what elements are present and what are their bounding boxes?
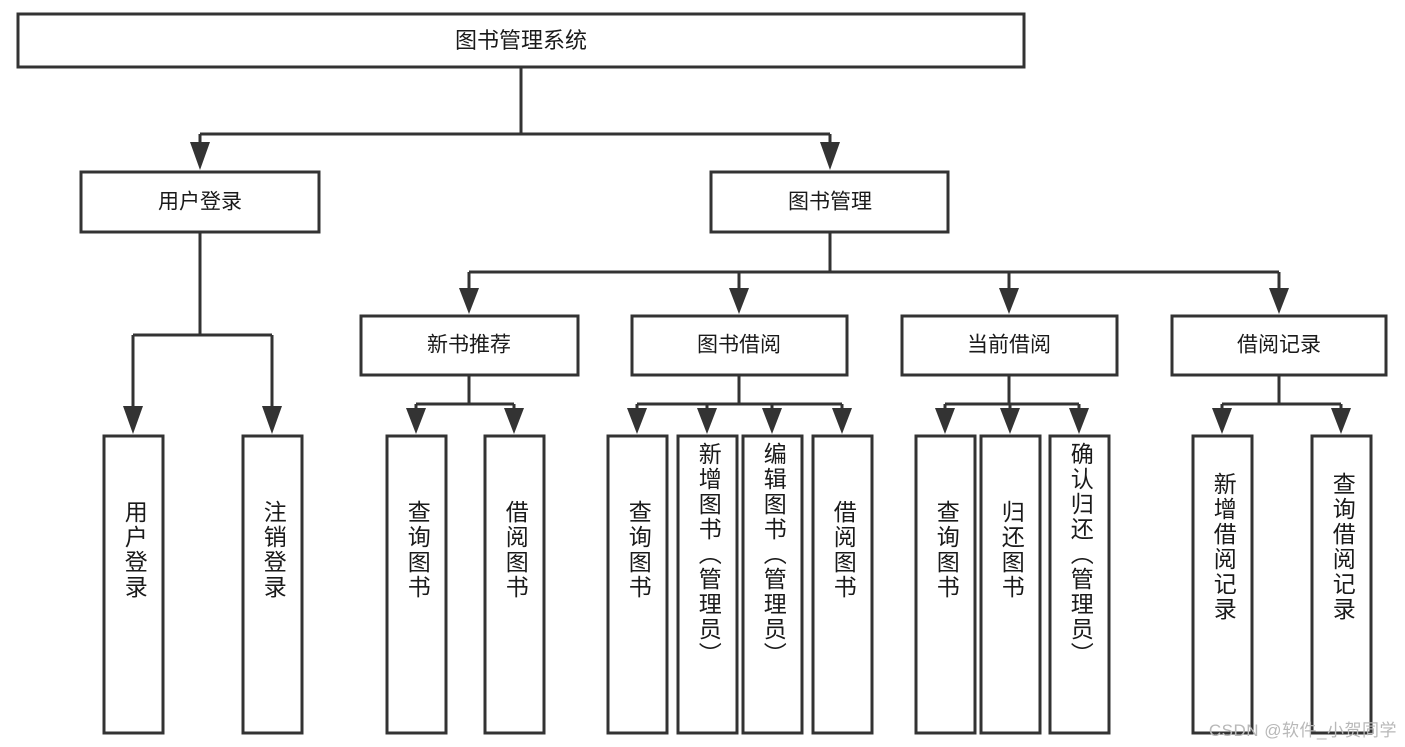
leaf-box-br-add-record[interactable] [1191, 434, 1254, 735]
csdn-watermark: CSDN @软件_小贺同学 [1208, 721, 1397, 740]
node-current-borrow-label: 当前借阅 [967, 334, 1051, 357]
node-book-borrow-box [630, 314, 849, 377]
arrow-nbr-leaf-1 [406, 408, 426, 434]
node-current-borrow-box [900, 314, 1119, 377]
leaf-box-bb-borrow-book[interactable] [811, 434, 874, 735]
node-book-borrow[interactable]: 图书借阅 [630, 314, 849, 377]
leaf-box-br-query-record[interactable] [1310, 434, 1373, 735]
leaf-box-cb-return-book[interactable] [979, 434, 1042, 735]
node-root-label: 图书管理系统 [455, 28, 587, 53]
arrow-bb-leaf-1 [627, 408, 647, 434]
node-user-login-label: 用户登录 [158, 191, 242, 214]
arrow-to-book-borrow [729, 288, 749, 314]
node-root-box [16, 12, 1026, 69]
leaf-box-bb-add-book[interactable] [676, 434, 739, 735]
node-borrow-record-label: 借阅记录 [1237, 334, 1321, 357]
leaf-box-bb-edit-book[interactable] [741, 434, 804, 735]
node-new-book-recommend-box [359, 314, 580, 377]
leaf-box-logout[interactable] [241, 434, 304, 735]
arrow-nbr-leaf-2 [504, 408, 524, 434]
arrow-cb-leaf-2 [1000, 408, 1020, 434]
node-book-manage[interactable]: 图书管理 [709, 170, 950, 234]
node-new-book-recommend[interactable]: 新书推荐 [359, 314, 580, 377]
arrow-to-leaf-user-login [123, 406, 143, 434]
node-new-book-recommend-label: 新书推荐 [427, 334, 511, 357]
arrow-cb-leaf-3 [1069, 408, 1089, 434]
arrow-to-borrow-record [1269, 288, 1289, 314]
leaf-box-nbr-borrow-book[interactable] [483, 434, 546, 735]
node-user-login[interactable]: 用户登录 [79, 170, 321, 234]
node-book-manage-box [709, 170, 950, 234]
arrow-br-leaf-1 [1212, 408, 1232, 434]
arrow-root-to-book-manage [820, 142, 840, 170]
arrow-root-to-user-login [190, 142, 210, 170]
arrow-bb-leaf-2 [697, 408, 717, 434]
arrow-to-leaf-logout [262, 406, 282, 434]
arrow-br-leaf-2 [1331, 408, 1351, 434]
node-current-borrow[interactable]: 当前借阅 [900, 314, 1119, 377]
node-book-manage-label: 图书管理 [788, 191, 872, 214]
arrow-to-new-book-recommend [459, 288, 479, 314]
node-book-borrow-label: 图书借阅 [697, 334, 781, 357]
leaf-box-nbr-query-book[interactable] [385, 434, 448, 735]
leaf-box-user-login[interactable] [102, 434, 165, 735]
node-root-system[interactable]: 图书管理系统 [16, 12, 1026, 69]
leaf-box-cb-confirm-return[interactable] [1048, 434, 1111, 735]
arrow-bb-leaf-4 [832, 408, 852, 434]
leaf-box-cb-query-book[interactable] [914, 434, 977, 735]
leaf-box-bb-query-book[interactable] [606, 434, 669, 735]
arrow-cb-leaf-1 [935, 408, 955, 434]
arrow-bb-leaf-3 [762, 408, 782, 434]
node-borrow-record[interactable]: 借阅记录 [1170, 314, 1388, 377]
arrow-to-current-borrow [999, 288, 1019, 314]
node-borrow-record-box [1170, 314, 1388, 377]
